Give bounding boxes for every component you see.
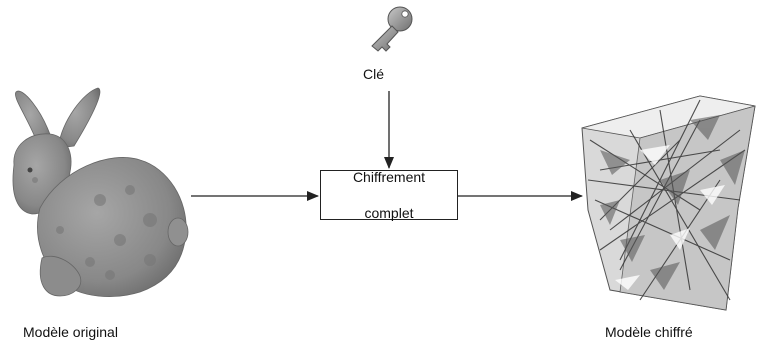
bunny-mesh-image (12, 87, 189, 297)
full-encryption-process-box: Chiffrement complet (320, 169, 458, 221)
process-label-line1: Chiffrement (352, 169, 426, 185)
key-label: Clé (363, 66, 385, 82)
key-icon (371, 6, 413, 52)
original-model-label: Modèle original (23, 324, 118, 340)
scrambled-cube-image (581, 95, 756, 311)
process-label-line2: complet (364, 205, 414, 221)
encrypted-model-label: Modèle chiffré (605, 324, 693, 340)
